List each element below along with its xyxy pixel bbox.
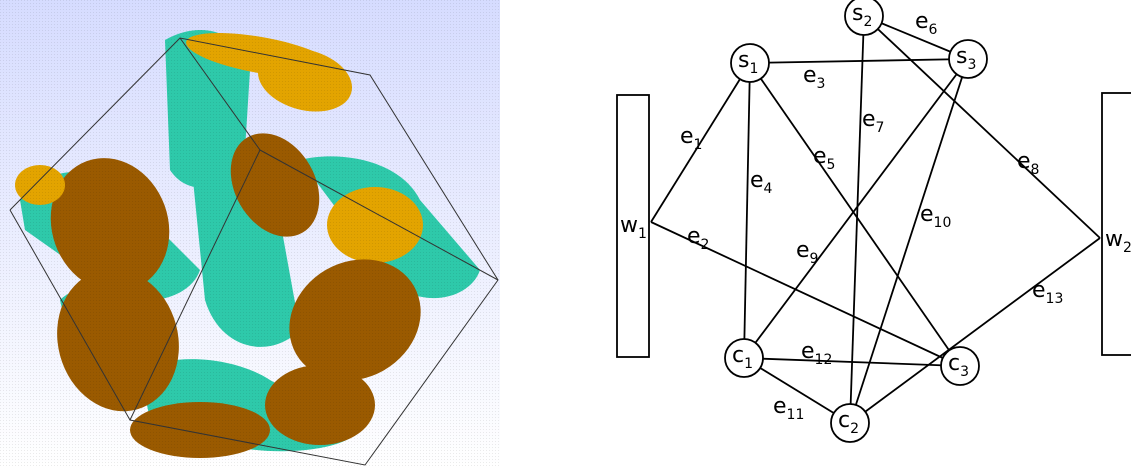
edge-e8	[863, 15, 1101, 239]
edge-label-e7: e7	[862, 107, 884, 136]
node-c1	[724, 338, 764, 378]
edge-label-e8: e8	[1017, 149, 1039, 178]
edge-label-e10: e10	[920, 202, 951, 231]
edge-e7	[849, 15, 865, 424]
cube-wireframe	[9, 37, 499, 466]
edge-e3	[749, 58, 969, 64]
edge-label-e6: e6	[915, 9, 938, 38]
edge-e5	[749, 62, 961, 367]
edge-label-e13: e13	[1032, 278, 1063, 307]
edge-e2	[650, 221, 961, 367]
edge-label-e9: e9	[796, 238, 818, 267]
edge-label-e1: e1	[680, 124, 702, 153]
node-s1	[730, 43, 770, 83]
edge-e12	[743, 357, 961, 367]
edge-label-e4: e4	[750, 168, 773, 197]
node-c2	[830, 403, 870, 443]
edge-label-e12: e12	[801, 339, 832, 368]
node-s3	[948, 39, 988, 79]
edge-e9	[743, 58, 969, 359]
edge-e1	[650, 62, 751, 223]
edge-e11	[743, 357, 851, 424]
wall-label-w2: w2	[1105, 227, 1131, 256]
edge-e4	[743, 62, 751, 359]
node-s2	[844, 0, 884, 36]
wall-w1	[616, 94, 650, 358]
wall-w2	[1101, 92, 1131, 356]
edge-label-e3: e3	[803, 63, 825, 92]
cut-faces	[0, 0, 500, 467]
edge-label-e5: e5	[813, 144, 835, 173]
voxel-render	[0, 0, 500, 467]
node-c3	[940, 346, 980, 386]
edge-label-e11: e11	[773, 394, 804, 423]
render-panel	[0, 0, 500, 467]
edge-e13	[849, 237, 1101, 424]
edge-label-e2: e2	[687, 224, 709, 253]
edges-layer	[650, 15, 1101, 424]
